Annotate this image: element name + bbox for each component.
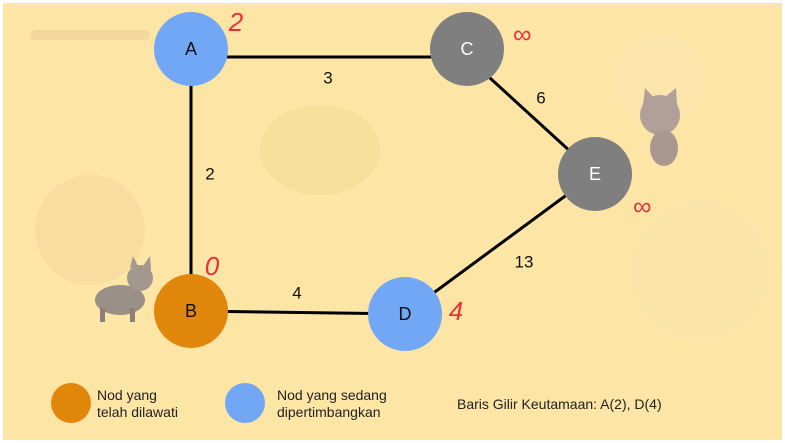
legend-considering-label: Nod yang sedang dipertimbangkan [277,387,387,421]
distance-B: 0 [205,251,220,281]
edge-weight-D-E: 13 [515,253,534,272]
node-E: E [558,137,632,211]
node-C: C [430,12,504,86]
distance-E: ∞ [633,191,652,221]
edge-weight-B-D: 4 [292,284,301,303]
edge-D-E [404,172,596,316]
distance-C: ∞ [513,19,532,49]
node-B: B [154,274,228,348]
legend-considering-swatch [225,383,265,423]
priority-queue-label: Baris Gilir Keutamaan: A(2), D(4) [457,396,662,412]
distance-A: 2 [228,7,244,37]
legend-visited-line2: telah dilawati [97,404,178,420]
edge-weight-A-C: 3 [323,69,332,88]
node-D: D [368,277,442,351]
graph-diagram: 3 2 6 4 13 A B C D E 2 0 ∞ 4 ∞ [30,7,770,351]
legend-visited-label: Nod yang telah dilawati [97,387,178,421]
svg-text:A: A [185,39,197,59]
node-A: A [154,12,228,86]
svg-text:D: D [399,304,412,324]
graph-slide: 3 2 6 4 13 A B C D E 2 0 ∞ 4 ∞ Nod yang … [3,3,782,440]
legend-visited-line1: Nod yang [97,387,157,403]
cat-illustration-left [95,256,153,322]
svg-text:E: E [589,164,601,184]
svg-text:C: C [461,39,474,59]
edge-weight-C-E: 6 [536,89,545,108]
cat-illustration-right [640,88,680,166]
cat-background-decoration [30,30,770,340]
legend-considering-line1: Nod yang sedang [277,387,387,403]
legend-visited-swatch [51,383,91,423]
legend-considering-line2: dipertimbangkan [277,404,381,420]
svg-text:B: B [185,301,197,321]
distance-D: 4 [449,296,463,326]
edge-weight-A-B: 2 [205,165,214,184]
